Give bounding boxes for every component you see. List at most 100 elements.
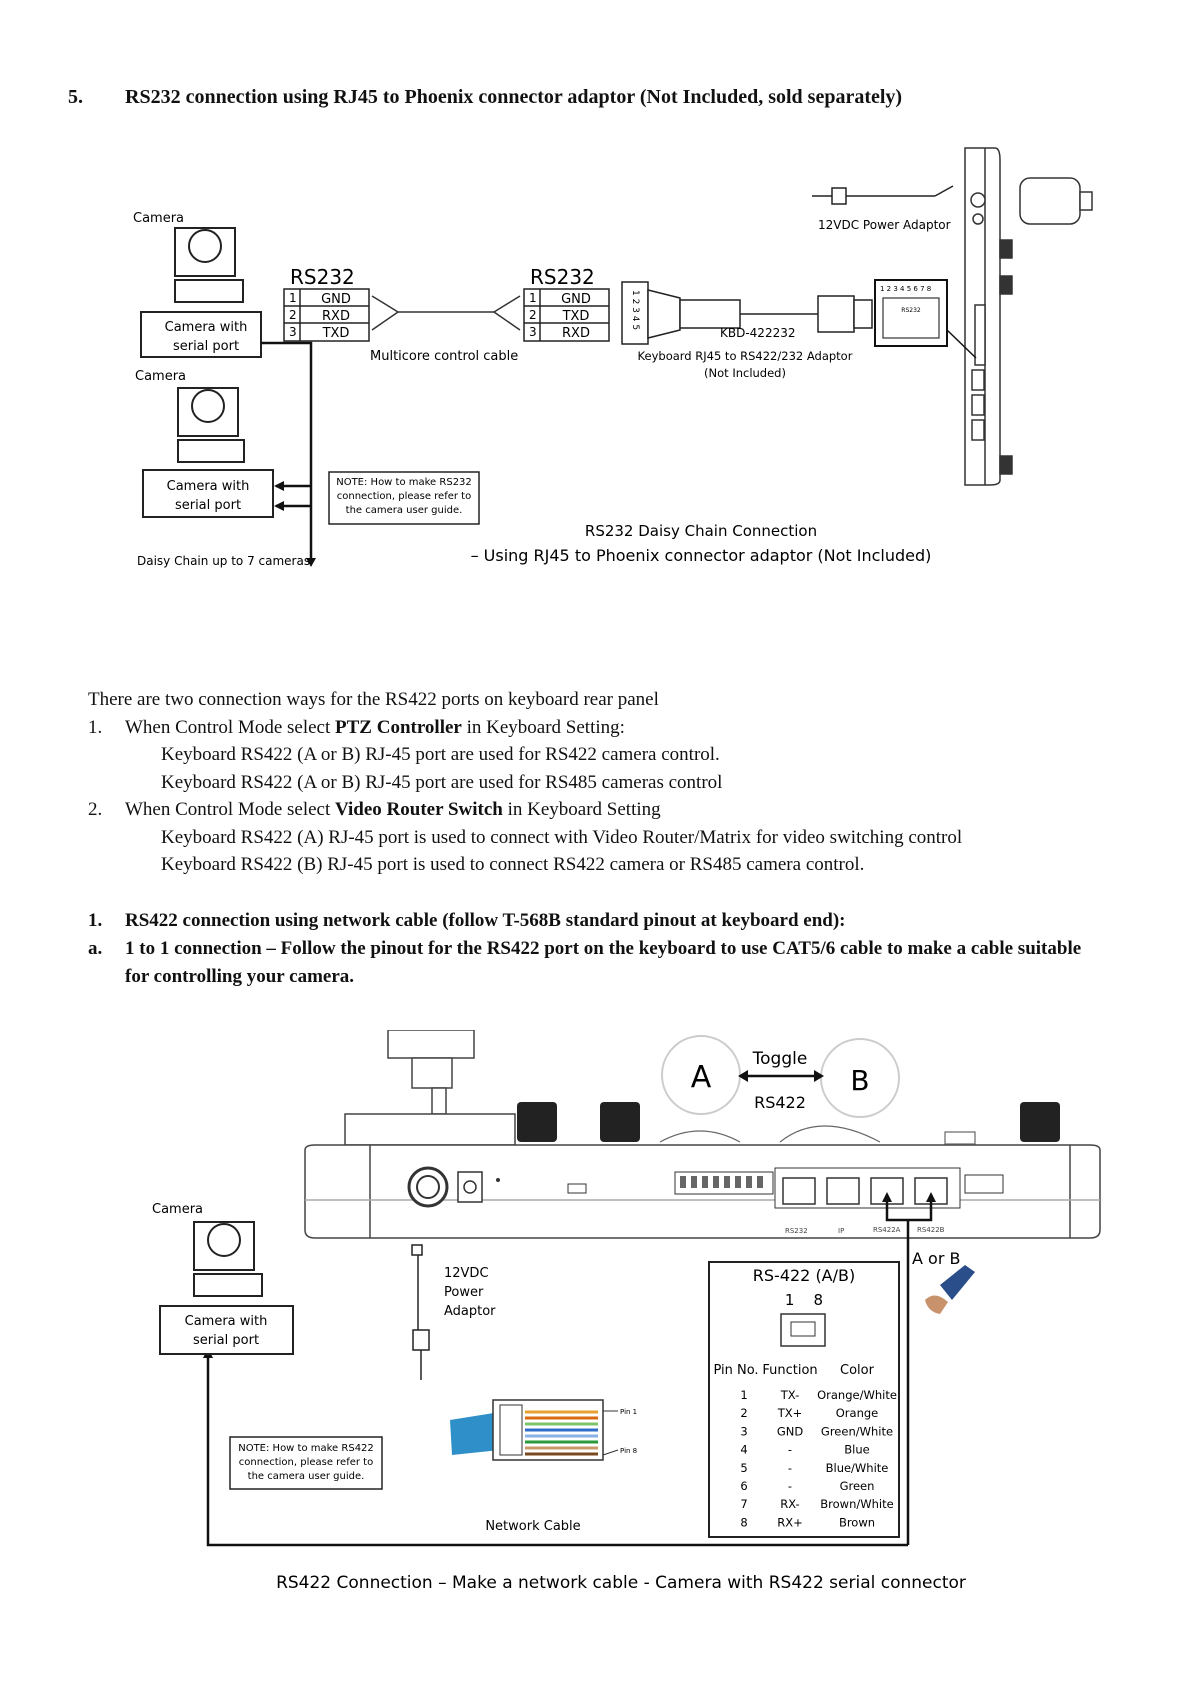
port-label: RS232 <box>901 307 921 314</box>
note-line: the camera user guide. <box>248 1471 365 1482</box>
table-cell: 1 <box>740 1388 747 1402</box>
toggle-b-button <box>820 1038 900 1118</box>
note-line: the camera user guide. <box>346 505 463 516</box>
power-label: Power <box>444 1285 484 1300</box>
table-cell: 4 <box>740 1443 747 1457</box>
cable-label: Multicore control cable <box>370 349 518 364</box>
table-cell: Green <box>840 1479 875 1493</box>
dc-jack-icon <box>457 1171 483 1203</box>
camera-box-line2: serial port <box>193 1333 259 1348</box>
cell: 2 <box>289 308 297 322</box>
camera1-box <box>140 311 262 358</box>
power-adaptor-icon <box>812 185 954 205</box>
cell: TXD <box>562 309 590 324</box>
camera2-box-line1: Camera with <box>167 479 250 494</box>
intro-item-1: 1.When Control Mode select PTZ Controlle… <box>88 714 1138 742</box>
table-header: Pin No. <box>713 1363 758 1378</box>
cell: 1 <box>529 291 537 305</box>
item-bold: Video Router Switch <box>335 799 503 820</box>
table-header: Function <box>762 1363 817 1378</box>
rs422b-port-icon <box>914 1177 948 1205</box>
cell: 3 <box>529 325 537 339</box>
power-label: 12VDC <box>444 1266 489 1281</box>
table-cell: Brown/White <box>820 1497 893 1511</box>
rs232-daisy-chain-diagram: Camera Camera with serial port Camera Ca… <box>133 147 1093 568</box>
table-cell: Orange/White <box>817 1388 897 1402</box>
note-line: connection, please refer to <box>239 1457 373 1468</box>
keyboard-side-view <box>964 147 1093 486</box>
rs232-right-table <box>523 288 610 342</box>
camera2-label: Camera <box>135 369 186 384</box>
table-cell: - <box>788 1443 792 1457</box>
intro-sub-line: Keyboard RS422 (A or B) RJ-45 port are u… <box>161 771 723 793</box>
crimp-tool-icon <box>925 1265 975 1314</box>
table-cell: 7 <box>740 1497 747 1511</box>
camera2-box-line2: serial port <box>175 498 241 513</box>
phoenix-adaptor <box>621 281 873 345</box>
table-cell: 2 <box>740 1406 747 1420</box>
toggle-label: Toggle <box>752 1049 808 1069</box>
power-label: Adaptor <box>444 1304 496 1319</box>
cell: 1 <box>289 291 297 305</box>
power-adaptor-label: 12VDC Power Adaptor <box>818 218 951 232</box>
daisy-chain-label: Daisy Chain up to 7 cameras <box>137 554 310 568</box>
table-cell: 3 <box>740 1424 747 1438</box>
section-title: RS232 connection using RJ45 to Phoenix c… <box>125 86 903 108</box>
intro-item-2: 2. When Control Mode select Video Router … <box>88 796 1138 824</box>
table-header: Color <box>840 1363 875 1378</box>
table-cell: TX- <box>780 1388 799 1402</box>
note-line: NOTE: How to make RS422 <box>238 1443 374 1454</box>
table-cell: Blue <box>844 1443 869 1457</box>
camera-icon <box>177 387 245 463</box>
cell: RXD <box>562 326 590 341</box>
intro-sub-line: Keyboard RS422 (A) RJ-45 port is used to… <box>161 826 963 848</box>
daisy-chain-lines <box>261 341 313 558</box>
rs422-pinout-box <box>708 1261 900 1538</box>
knob-icon <box>517 1102 1060 1142</box>
item-number: 2. <box>88 799 103 820</box>
camera1-box-line1: Camera with <box>165 320 248 335</box>
table-cell: 8 <box>740 1515 747 1529</box>
table-cell: - <box>788 1479 792 1493</box>
table-cell: RX+ <box>777 1515 803 1529</box>
a-or-b-label: A or B <box>912 1249 960 1268</box>
rs232-port-icon <box>782 1177 816 1205</box>
cell: TXD <box>322 326 350 341</box>
table-cell: Brown <box>839 1515 875 1529</box>
toggle-a-label: A <box>691 1060 712 1095</box>
item-text: in Keyboard Setting: <box>461 716 625 738</box>
section1-number: 1. <box>88 910 103 931</box>
camera1-box-line2: serial port <box>173 339 239 354</box>
port-label: IP <box>838 1227 844 1235</box>
camera2-box <box>142 469 274 518</box>
item-number: 1. <box>88 716 103 738</box>
cell: GND <box>561 292 591 307</box>
adaptor-model: KBD-422232 <box>720 326 795 340</box>
section1-title: RS422 connection using network cable (fo… <box>125 910 846 931</box>
network-cable-icon <box>450 1399 604 1461</box>
note-line: connection, please refer to <box>337 491 471 502</box>
power-adaptor-icon <box>411 1244 430 1380</box>
rs422-connection-diagram: A B Toggle RS422 <box>152 1030 1101 1593</box>
port-arrows <box>206 1202 933 1547</box>
rs232-right-title: RS232 <box>530 265 595 289</box>
port-label: RS422A <box>873 1226 901 1234</box>
table-cell: 5 <box>740 1461 747 1475</box>
intro-block: There are two connection ways for the RS… <box>88 686 1138 879</box>
pin1-label: Pin 1 <box>620 1408 637 1416</box>
network-cable-label: Network Cable <box>485 1519 580 1534</box>
table-cell: Green/White <box>821 1424 893 1438</box>
table-pins: 1 8 <box>785 1291 823 1309</box>
intro-line: There are two connection ways for the RS… <box>88 689 659 710</box>
pinout-table: Pin No. Function Color 1 TX- Orange/White 2 TX+… <box>713 1363 896 1529</box>
adaptor-desc: Keyboard RJ45 to RS422/232 Adaptor <box>638 349 853 363</box>
camera-box <box>159 1305 294 1355</box>
camera-box-line1: Camera with <box>185 1314 268 1329</box>
table-cell: 6 <box>740 1479 747 1493</box>
ip-port-icon <box>826 1177 860 1205</box>
diagram1-caption-line1: RS232 Daisy Chain Connection <box>585 522 817 540</box>
table-cell: - <box>788 1461 792 1475</box>
table-cell: TX+ <box>777 1406 803 1420</box>
adaptor-desc: (Not Included) <box>704 366 786 380</box>
item-text: When Control Mode select <box>125 799 336 820</box>
